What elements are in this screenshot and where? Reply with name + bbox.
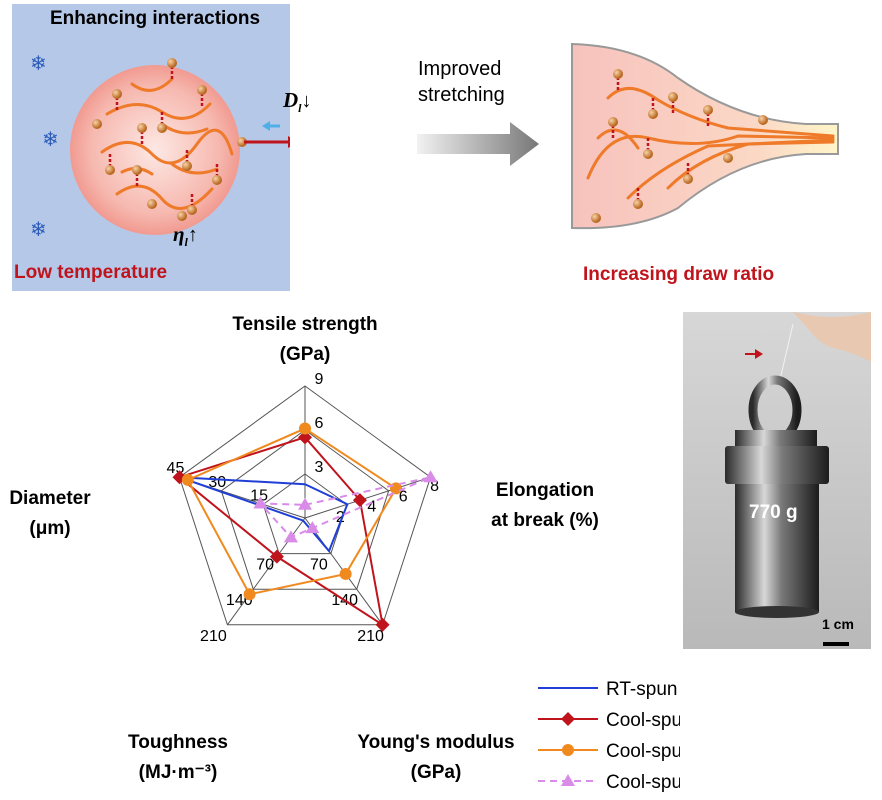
- legend-marker: [562, 744, 574, 756]
- data-point: [339, 567, 352, 580]
- snowflake-icon: ❄: [30, 219, 47, 241]
- radar-axis-names: Tensile strength (GPa) Elongation at break …: [9, 314, 599, 783]
- stretching-arrow: [417, 122, 539, 166]
- legend-label: RT-spun PBIA: [606, 679, 680, 700]
- data-point: [298, 497, 312, 510]
- legend-label: Cool-spun PMIA: [606, 772, 680, 793]
- weight-illustration: [683, 312, 871, 649]
- axis-unit: (GPa): [280, 344, 331, 365]
- snowflake-icon: ❄: [42, 129, 59, 151]
- axis-name: Toughness: [128, 732, 228, 753]
- data-point: [298, 430, 312, 445]
- scale-bar-label: 1 cm: [822, 616, 854, 632]
- tick-label: 2: [336, 509, 345, 526]
- data-point: [423, 470, 438, 483]
- legend-marker: [561, 774, 575, 786]
- radar-series: [172, 422, 438, 632]
- diffusion-label: Dl↓: [283, 88, 312, 116]
- legend-label: Cool-spun PBIA/GO: [606, 741, 680, 762]
- drawing-schematic: [571, 42, 839, 230]
- left-panel-caption: Low temperature: [14, 262, 168, 283]
- axis-name: Tensile strength: [232, 314, 377, 335]
- data-point: [253, 496, 268, 509]
- data-point: [305, 521, 320, 534]
- legend-label: Cool-spun PBIA: [606, 710, 680, 731]
- tick-label: 15: [250, 487, 268, 504]
- weight-photo: [683, 312, 871, 649]
- axis-name: Diameter: [9, 488, 91, 509]
- axis-unit: (GPa): [411, 762, 462, 783]
- arrow-label: Improved stretching: [418, 58, 505, 106]
- radar-legend: RT-spun PBIA Cool-spun PBIA Cool-spun PBIA…: [538, 679, 680, 793]
- grid-ring: [262, 473, 348, 555]
- series-cool-spun-pbia-go: [181, 422, 403, 601]
- data-point: [375, 617, 390, 632]
- axis-name: Young's modulus: [357, 732, 514, 753]
- data-point: [352, 493, 367, 508]
- series-cool-spun-pmia: [253, 470, 438, 543]
- tick-label: 3: [315, 459, 324, 476]
- low-temperature-panel: ❄ ❄ ❄ ❄ ❄ ❄: [12, 4, 360, 291]
- data-point: [299, 422, 311, 435]
- data-point: [181, 473, 194, 486]
- solvent-particles: [92, 58, 247, 221]
- series-line: [258, 476, 431, 539]
- data-point: [283, 530, 298, 543]
- axis-unit: (μm): [29, 518, 70, 539]
- grid-ring: [178, 385, 432, 626]
- tick-label: 30: [208, 474, 226, 491]
- axis-unit: (MJ·m⁻³): [139, 762, 218, 783]
- tick-label: 4: [367, 499, 376, 516]
- series-line: [186, 427, 398, 596]
- series-line: [177, 436, 384, 627]
- tick-label: 70: [256, 557, 274, 574]
- tick-label: 9: [315, 371, 324, 388]
- tick-label: 70: [310, 557, 328, 574]
- grid-spoke: [304, 476, 431, 519]
- tick-label: 210: [357, 628, 384, 645]
- axis-name: Elongation: [496, 480, 594, 501]
- data-point: [243, 588, 256, 601]
- left-panel-title: Enhancing interactions: [50, 8, 261, 29]
- data-point: [269, 549, 284, 564]
- axis-unit: at break (%): [491, 510, 599, 531]
- series-line: [179, 476, 349, 553]
- legend-item: Cool-spun PBIA/GO: [538, 741, 680, 762]
- legend-item: Cool-spun PBIA: [538, 710, 680, 731]
- legend-item: Cool-spun PMIA: [538, 772, 680, 793]
- data-point: [172, 470, 187, 485]
- tick-label: 8: [430, 478, 439, 495]
- viscosity-label: ηl↑: [173, 222, 198, 250]
- right-panel-caption: Increasing draw ratio: [583, 264, 775, 285]
- melt-droplet: [70, 65, 240, 235]
- low-temperature-schematic: ❄ ❄ ❄ ❄ ❄ ❄: [30, 43, 360, 283]
- diffusion-arrows: [244, 121, 298, 148]
- tick-label: 6: [399, 488, 408, 505]
- hydrogen-bonds: [108, 67, 219, 206]
- legend-marker: [561, 712, 575, 726]
- weight-label: 770 g: [749, 502, 798, 523]
- snowflake-icon: ❄: [30, 53, 47, 75]
- series-cool-spun-pbia: [172, 430, 390, 632]
- series-rt-spun-pbia: [179, 476, 349, 553]
- tick-label: 210: [200, 628, 227, 645]
- legend-item: RT-spun PBIA: [538, 679, 680, 700]
- tick-label: 6: [315, 415, 324, 432]
